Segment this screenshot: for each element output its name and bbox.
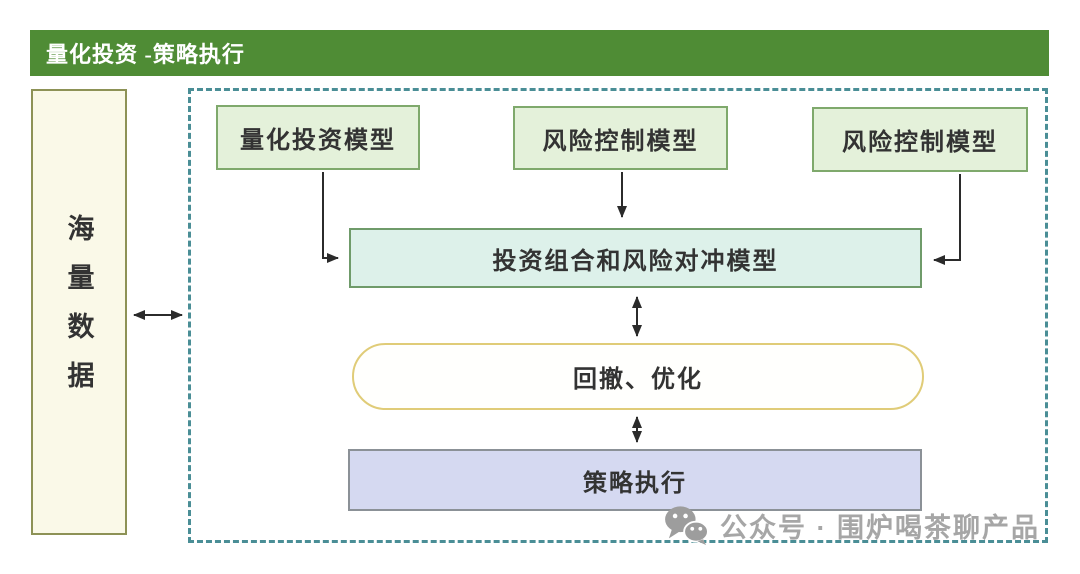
node-risk-control-model-right-label: 风险控制模型 (842, 130, 998, 156)
wechat-icon (665, 506, 709, 545)
node-portfolio-hedge-model-label: 投资组合和风险对冲模型 (492, 248, 779, 275)
flow-container (188, 88, 1048, 543)
node-massive-data-label: 海量数据 (63, 214, 94, 410)
node-strategy-execution: 策略执行 (348, 449, 922, 511)
node-drawdown-optimize: 回撤、优化 (352, 343, 924, 410)
header-bar: 量化投资 -策略执行 (30, 30, 1049, 76)
node-massive-data: 海量数据 (31, 89, 127, 535)
node-risk-control-model-right: 风险控制模型 (812, 107, 1028, 172)
node-portfolio-hedge-model: 投资组合和风险对冲模型 (349, 228, 922, 288)
node-risk-control-model-center: 风险控制模型 (513, 106, 728, 170)
node-risk-control-model-center-label: 风险控制模型 (542, 128, 699, 155)
watermark: 公众号 · 围炉喝茶聊产品 (664, 503, 1040, 547)
node-quant-investment-model-label: 量化投资模型 (240, 128, 396, 154)
node-quant-investment-model: 量化投资模型 (216, 105, 420, 170)
page-title: 量化投资 -策略执行 (46, 42, 245, 67)
node-drawdown-optimize-label: 回撤、优化 (573, 367, 703, 393)
node-strategy-execution-label: 策略执行 (583, 470, 687, 497)
watermark-text: 公众号 · 围炉喝茶聊产品 (720, 512, 1040, 543)
